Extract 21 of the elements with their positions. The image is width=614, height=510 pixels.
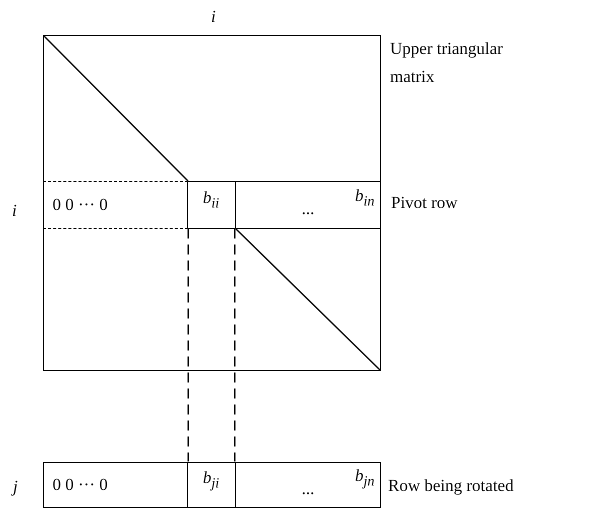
row-caption: Upper triangular matrix <box>390 38 504 88</box>
row-caption: Row being rotated <box>388 475 515 497</box>
matrix-box <box>43 462 381 508</box>
cell-text: 0 0 ··· 0 <box>52 474 108 494</box>
matrix-box <box>43 35 381 371</box>
index-label: j <box>13 476 18 498</box>
dashed-connector <box>188 228 189 462</box>
cell-text: ... <box>302 478 314 498</box>
matrix-cell <box>236 180 380 228</box>
matrix-entry: b$_{jn}$ <box>354 466 374 490</box>
matrix-entry: b$_{in}$ <box>354 186 374 210</box>
cell-text: ... <box>302 198 314 218</box>
matrix-cell <box>188 180 236 228</box>
cell-text: b$_{ii}$ <box>202 188 220 212</box>
index-label: i <box>211 6 216 28</box>
cell-text: b$_{ji}$ <box>202 468 220 492</box>
dashed-connector <box>234 228 236 462</box>
cell-text: 0 0 ··· 0 <box>52 194 108 214</box>
matrix-cell <box>42 180 188 228</box>
index-label: i <box>12 200 17 222</box>
row-caption: Pivot row <box>391 192 459 214</box>
